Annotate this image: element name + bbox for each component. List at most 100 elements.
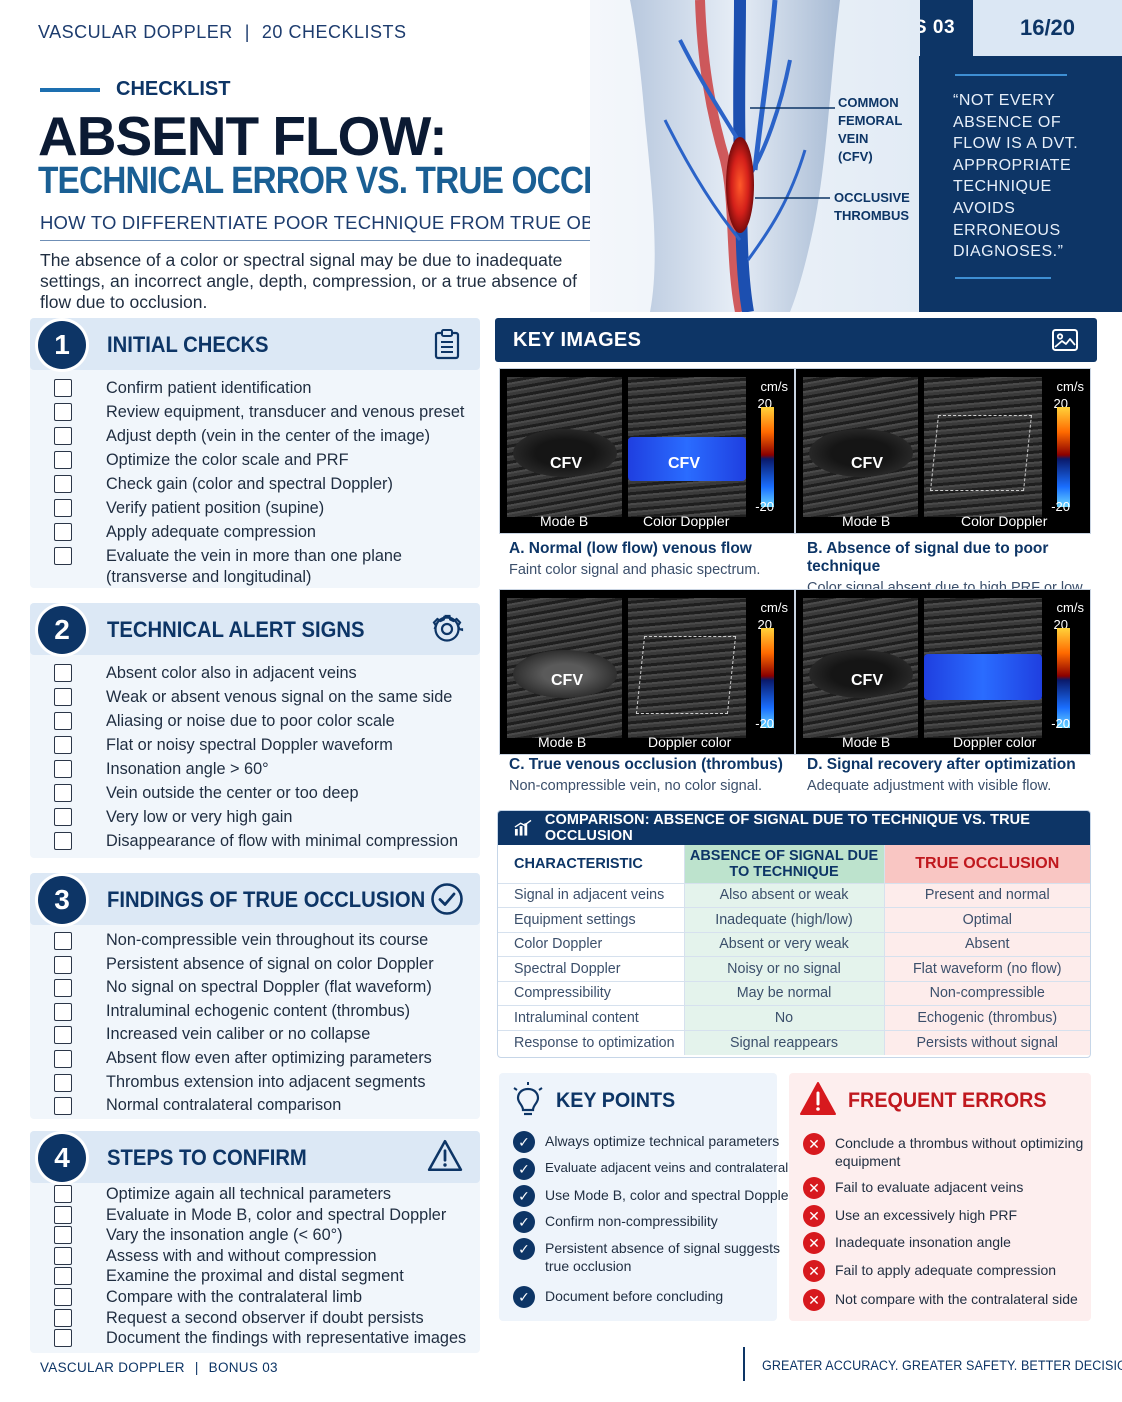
item-text: Insonation angle > 60°: [106, 760, 269, 778]
checklist-item[interactable]: Increased vein caliber or no collapse: [54, 1023, 480, 1047]
checklist-item[interactable]: Disappearance of flow with minimal compr…: [54, 829, 480, 853]
key-images-header: KEY IMAGES: [495, 318, 1097, 362]
footer-divider-line: [743, 1347, 745, 1381]
checklist-item[interactable]: Vary the insonation angle (< 60°): [54, 1225, 480, 1246]
checklist-item[interactable]: Aliasing or noise due to poor color scal…: [54, 709, 480, 733]
checklist-item[interactable]: Absent flow even after optimizing parame…: [54, 1047, 480, 1071]
checklist-item[interactable]: Normal contralateral comparison: [54, 1094, 480, 1118]
checkbox[interactable]: [54, 736, 72, 754]
checkbox[interactable]: [54, 1246, 72, 1265]
checkbox[interactable]: [54, 1308, 72, 1327]
cell-occlusion: Present and normal: [883, 882, 1090, 908]
checkbox[interactable]: [54, 1287, 72, 1306]
checklist-item[interactable]: Persistent absence of signal on color Do…: [54, 953, 480, 977]
lightbulb-icon: [513, 1082, 543, 1116]
checklist-item[interactable]: Assess with and without compression: [54, 1246, 480, 1267]
checkbox[interactable]: [54, 499, 72, 517]
checkbox[interactable]: [54, 1185, 72, 1203]
item-text: Fail to evaluate adjacent veins: [835, 1179, 1024, 1195]
mode-b-pane: CFV: [803, 598, 918, 738]
frequent-errors-title: FREQUENT ERRORS: [848, 1089, 1047, 1112]
checklist-item[interactable]: Optimize again all technical parameters: [54, 1184, 480, 1205]
checklist-item[interactable]: Review equipment, transducer and venous …: [54, 400, 480, 424]
checklist-item[interactable]: Document the findings with representativ…: [54, 1328, 480, 1349]
caption-subtitle: Adequate adjustment with visible flow.: [807, 778, 1052, 794]
checkbox[interactable]: [54, 475, 72, 493]
ultrasound-image-b: CFV cm/s 20 -20 Mode B Color Doppler: [795, 368, 1091, 534]
checklist-item[interactable]: Absent color also in adjacent veins: [54, 661, 480, 685]
caption-d: D. Signal recovery after optimization Ad…: [807, 756, 1103, 794]
checkbox[interactable]: [54, 712, 72, 730]
checklist-item[interactable]: Examine the proximal and distal segment: [54, 1266, 480, 1287]
checkbox[interactable]: [54, 1267, 72, 1286]
checklist-item[interactable]: Intraluminal echogenic content (thrombus…: [54, 1000, 480, 1024]
checklist-item[interactable]: Apply adequate compression: [54, 520, 480, 544]
checklist-item[interactable]: Weak or absent venous signal on the same…: [54, 685, 480, 709]
cell-technique: No: [683, 1005, 884, 1030]
checkbox[interactable]: [54, 784, 72, 802]
checkbox[interactable]: [54, 1205, 72, 1224]
checklist-item[interactable]: Request a second observer if doubt persi…: [54, 1308, 480, 1329]
section-number: 2: [38, 606, 86, 654]
checkbox[interactable]: [54, 808, 72, 826]
checkbox[interactable]: [54, 1097, 72, 1116]
checklist-item[interactable]: Non-compressible vein throughout its cou…: [54, 929, 480, 953]
checklist-item[interactable]: Insonation angle > 60°: [54, 757, 480, 781]
cell-characteristic: Color Doppler: [498, 931, 684, 957]
item-text: Check gain (color and spectral Doppler): [106, 475, 393, 493]
checkbox[interactable]: [54, 1226, 72, 1245]
checklist-item[interactable]: Verify patient position (supine): [54, 496, 480, 520]
caption-c: C. True venous occlusion (thrombus) Non-…: [509, 756, 805, 794]
checklist-tag: CHECKLIST: [40, 78, 230, 101]
scale-unit: cm/s: [760, 600, 788, 615]
checklist-item[interactable]: Very low or very high gain: [54, 805, 480, 829]
checkbox[interactable]: [54, 832, 72, 850]
checklist-item[interactable]: Vein outside the center or too deep: [54, 781, 480, 805]
cell-occlusion: Echogenic (thrombus): [883, 1005, 1090, 1030]
checklist-item[interactable]: Evaluate in Mode B, color and spectral D…: [54, 1205, 480, 1226]
checklist-item[interactable]: Check gain (color and spectral Doppler): [54, 472, 480, 496]
cell-characteristic: Spectral Doppler: [498, 956, 684, 981]
checkbox[interactable]: [54, 1049, 72, 1068]
gear-icon: [432, 614, 464, 642]
checkbox[interactable]: [54, 1026, 72, 1045]
color-doppler-pane: CFV: [628, 377, 746, 517]
color-scale-bar: [761, 628, 774, 728]
item-text: Inadequate insonation angle: [835, 1234, 1011, 1250]
checkbox[interactable]: [54, 955, 72, 974]
col-header-technique: ABSENCE OF SIGNAL DUE TO TECHNIQUE: [683, 845, 884, 883]
checkbox[interactable]: [54, 403, 72, 421]
checkbox[interactable]: [54, 932, 72, 950]
checkbox[interactable]: [54, 451, 72, 469]
item-text: Apply adequate compression: [106, 523, 316, 541]
checklist-item[interactable]: Confirm patient identification: [54, 376, 480, 400]
checkbox[interactable]: [54, 1329, 72, 1348]
item-text: Intraluminal echogenic content (thrombus…: [106, 1001, 411, 1020]
checklist-item[interactable]: Adjust depth (vein in the center of the …: [54, 424, 480, 448]
checkbox[interactable]: [54, 688, 72, 706]
ultrasound-image-a: CFV CFV cm/s 20 -20 Mode B Color Doppler: [499, 368, 795, 534]
checklist-item[interactable]: No signal on spectral Doppler (flat wave…: [54, 976, 480, 1000]
checklist-item[interactable]: Compare with the contralateral limb: [54, 1287, 480, 1308]
checkbox[interactable]: [54, 547, 72, 565]
clipboard-icon: [434, 329, 460, 360]
checklist-item[interactable]: Evaluate the vein in more than one plane…: [54, 544, 480, 588]
item-text: Fail to apply adequate compression: [835, 1262, 1057, 1278]
check-icon: ✓: [513, 1238, 535, 1260]
scale-unit: cm/s: [760, 379, 788, 394]
checkbox[interactable]: [54, 1002, 72, 1021]
checkbox[interactable]: [54, 1073, 72, 1092]
checklist-item[interactable]: Optimize the color scale and PRF: [54, 448, 480, 472]
checklist-item[interactable]: Flat or noisy spectral Doppler waveform: [54, 733, 480, 757]
checkbox[interactable]: [54, 427, 72, 445]
checkbox[interactable]: [54, 379, 72, 397]
checkbox[interactable]: [54, 760, 72, 778]
checkbox[interactable]: [54, 979, 72, 998]
checkbox[interactable]: [54, 664, 72, 682]
cell-occlusion: Absent: [883, 931, 1090, 957]
item-text: Use Mode B, color and spectral Doppler: [545, 1187, 794, 1203]
item-text: Confirm patient identification: [106, 379, 312, 397]
checklist-item[interactable]: Thrombus extension into adjacent segment…: [54, 1071, 480, 1095]
checkbox[interactable]: [54, 523, 72, 541]
